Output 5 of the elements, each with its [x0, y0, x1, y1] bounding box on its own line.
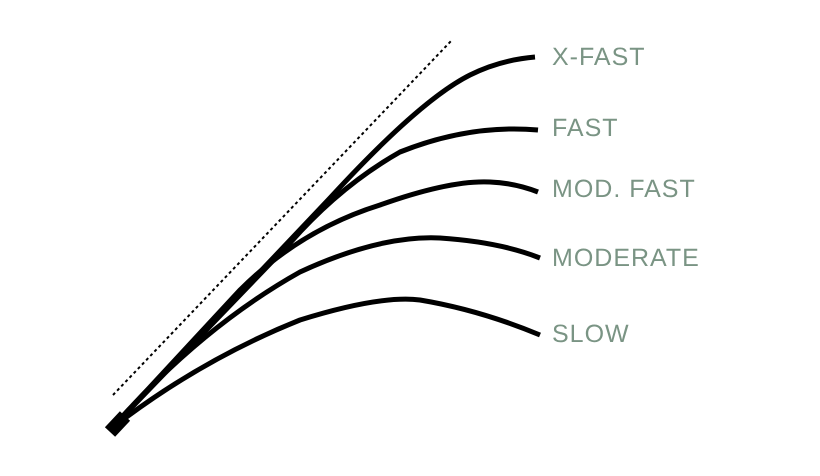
action-label: MODERATE	[552, 243, 700, 273]
action-label: FAST	[552, 113, 619, 143]
action-label: SLOW	[552, 319, 630, 349]
action-label: X-FAST	[552, 42, 646, 72]
action-label: MOD. FAST	[552, 174, 696, 204]
